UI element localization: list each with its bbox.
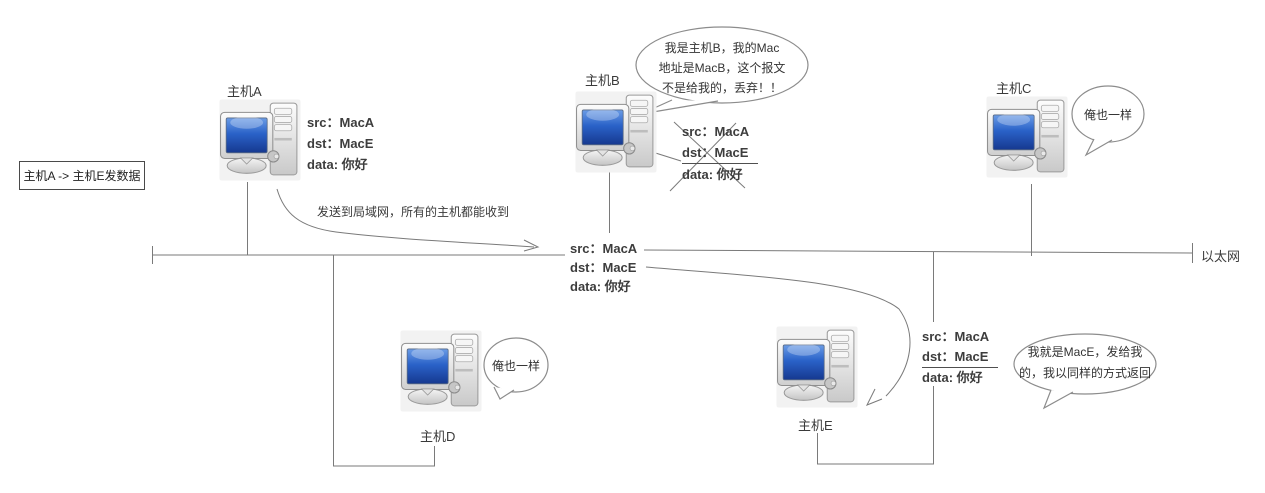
host-e-speech-bubble-tail — [1042, 389, 1074, 410]
packet-at-host-e: src：MacA dst：MacE data: 你好 — [922, 327, 999, 388]
speech-line: 我就是MacE，发给我 — [1027, 345, 1143, 359]
speech-line: 不是给我的，丢弃！！ — [661, 81, 782, 95]
host-a-label: 主机A — [227, 84, 262, 99]
packet-data-field: data: 你好 — [570, 279, 631, 294]
speech-line: 俺也一样 — [1083, 108, 1132, 122]
host-e-speech-text: 我就是MacE，发给我 的，我以同样的方式返回 — [1012, 342, 1158, 384]
packet-data-field: data: 你好 — [922, 370, 983, 385]
host-d-label: 主机D — [420, 429, 456, 444]
packet-dst-field: dst：MacE — [922, 347, 999, 368]
broadcast-note: 发送到局域网，所有的主机都能收到 — [317, 205, 510, 219]
broadcast-arrow-head — [523, 239, 540, 252]
computer-icon — [776, 326, 858, 408]
packet-data-field: data: 你好 — [682, 167, 743, 182]
packet-src-field: src：MacA — [682, 124, 750, 139]
packet-dst-field: dst：MacE — [570, 260, 637, 275]
packet-at-host-a: src：MacA dst：MacE data: 你好 — [307, 112, 374, 175]
packet-at-host-b: src：MacA dst：MacE data: 你好 — [682, 121, 759, 185]
host-c-label: 主机C — [996, 81, 1032, 96]
speech-line: 我是主机B，我的Mac — [664, 41, 780, 55]
host-b-speech-text: 我是主机B，我的Mac 地址是MacB，这个报文 不是给我的，丢弃！！ — [638, 38, 806, 98]
deliver-arrow-head — [865, 388, 883, 406]
title-box: 主机A -> 主机E发数据 — [19, 161, 145, 190]
packet-on-bus: src：MacA dst：MacE data: 你好 — [570, 239, 637, 296]
packet-dst-field: dst：MacE — [682, 142, 759, 164]
computer-icon — [575, 91, 657, 173]
computer-icon — [219, 99, 301, 181]
computer-icon — [986, 96, 1068, 178]
packet-data-field: data: 你好 — [307, 157, 368, 172]
computer-icon — [400, 330, 482, 412]
ethernet-label: 以太网 — [1201, 249, 1241, 264]
speech-line: 的，我以同样的方式返回 — [1018, 366, 1151, 380]
host-e-label: 主机E — [798, 418, 833, 433]
speech-line: 俺也一样 — [491, 359, 540, 373]
packet-src-field: src：MacA — [570, 241, 638, 256]
host-c-speech-text: 俺也一样 — [1076, 105, 1140, 125]
host-b-label: 主机B — [585, 73, 620, 88]
speech-line: 地址是MacB，这个报文 — [658, 61, 786, 75]
host-d-speech-text: 俺也一样 — [487, 356, 545, 376]
host-d-speech-bubble-tail — [493, 386, 515, 400]
packet-src-field: src：MacA — [307, 115, 375, 130]
host-c-speech-bubble-tail — [1084, 138, 1113, 157]
packet-src-field: src：MacA — [922, 329, 990, 344]
bus-segment-right — [643, 249, 1193, 254]
packet-dst-field: dst：MacE — [307, 136, 374, 151]
